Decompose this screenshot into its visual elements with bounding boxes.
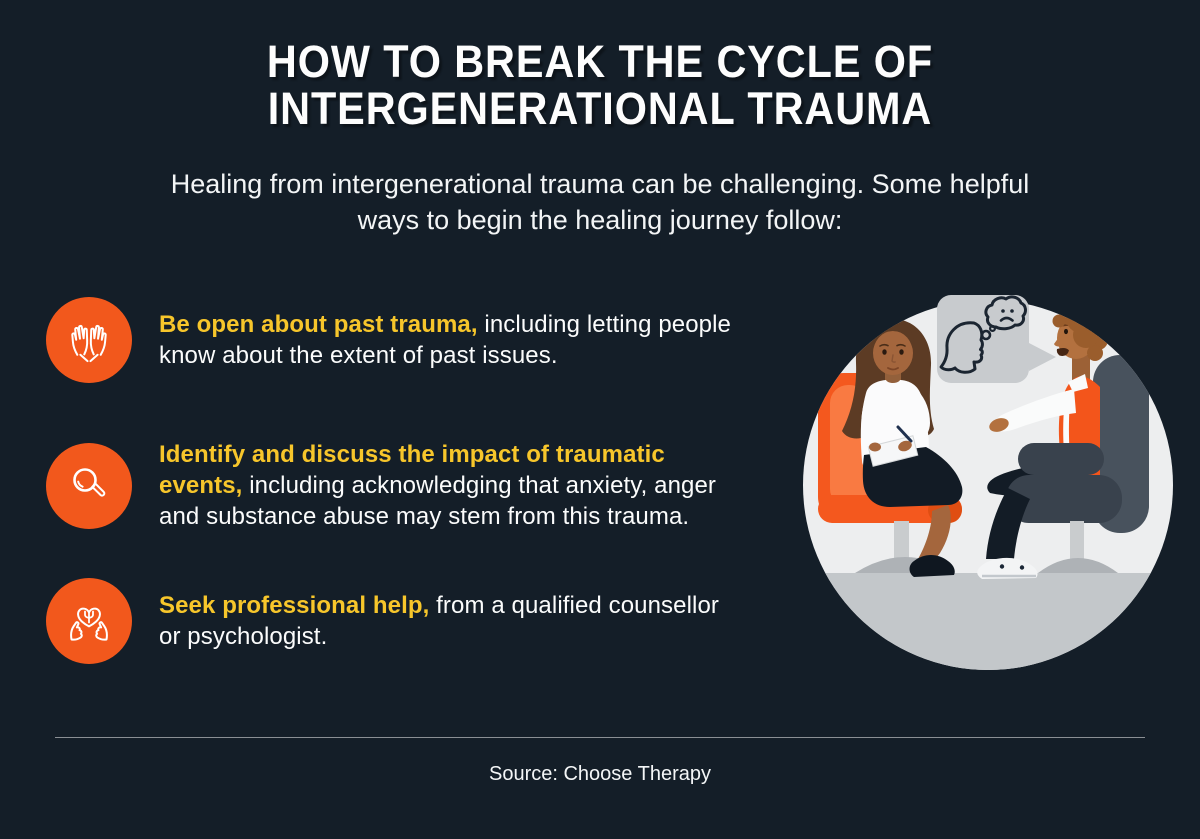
- source-text: Source: Choose Therapy: [489, 763, 711, 785]
- tip-text: Be open about past trauma, including let…: [159, 309, 746, 371]
- title-line-2: INTERGENERATIONAL TRAUMA: [267, 83, 933, 134]
- therapy-session-illustration: [803, 295, 1173, 670]
- hands-holding-heart-psi-icon: [46, 578, 132, 664]
- subtitle-line-1: Healing from intergenerational trauma ca…: [170, 169, 1030, 199]
- divider-line: [55, 737, 1145, 738]
- tip-text: Seek professional help, from a qualified…: [159, 590, 746, 652]
- client-chair-front: [1006, 443, 1122, 573]
- client-leg: [977, 488, 1038, 579]
- tip-highlight: Seek professional help,: [159, 592, 430, 619]
- subtitle: Healing from intergenerational trauma ca…: [0, 166, 1200, 238]
- raised-hands-icon: [46, 297, 132, 383]
- speech-bubble: [937, 295, 1056, 383]
- tip-highlight: Identify and discuss the impact of traum…: [159, 441, 665, 499]
- raised-hands-icon: [71, 324, 107, 363]
- magnifier-icon: [46, 442, 132, 529]
- illustration-scene: [803, 300, 1173, 670]
- title-line-1: HOW TO BREAK THE CYCLE OF: [266, 36, 934, 87]
- subtitle-line-2: ways to begin the healing journey follow…: [357, 205, 843, 235]
- list-item: Identify and discuss the impact of traum…: [46, 439, 746, 532]
- tip-rest: including acknowledging that anxiety, an…: [159, 472, 717, 530]
- tips-list: Be open about past trauma, including let…: [46, 297, 746, 664]
- tip-text: Identify and discuss the impact of traum…: [159, 439, 746, 532]
- list-item: Seek professional help, from a qualified…: [46, 578, 746, 664]
- title-text: HOW TO BREAK THE CYCLE OF INTERGENERATIO…: [48, 38, 1152, 132]
- page-title: HOW TO BREAK THE CYCLE OF INTERGENERATIO…: [0, 38, 1200, 132]
- tip-rest: including letting people know about the …: [159, 311, 732, 369]
- magnifier-icon: [73, 467, 106, 497]
- therapist-figure: [842, 319, 963, 577]
- tip-highlight: Be open about past trauma,: [159, 311, 478, 338]
- tip-rest: from a qualified counsellor or psycholog…: [159, 592, 720, 650]
- list-item: Be open about past trauma, including let…: [46, 297, 746, 383]
- hands-holding-heart-psi-icon: [70, 607, 108, 641]
